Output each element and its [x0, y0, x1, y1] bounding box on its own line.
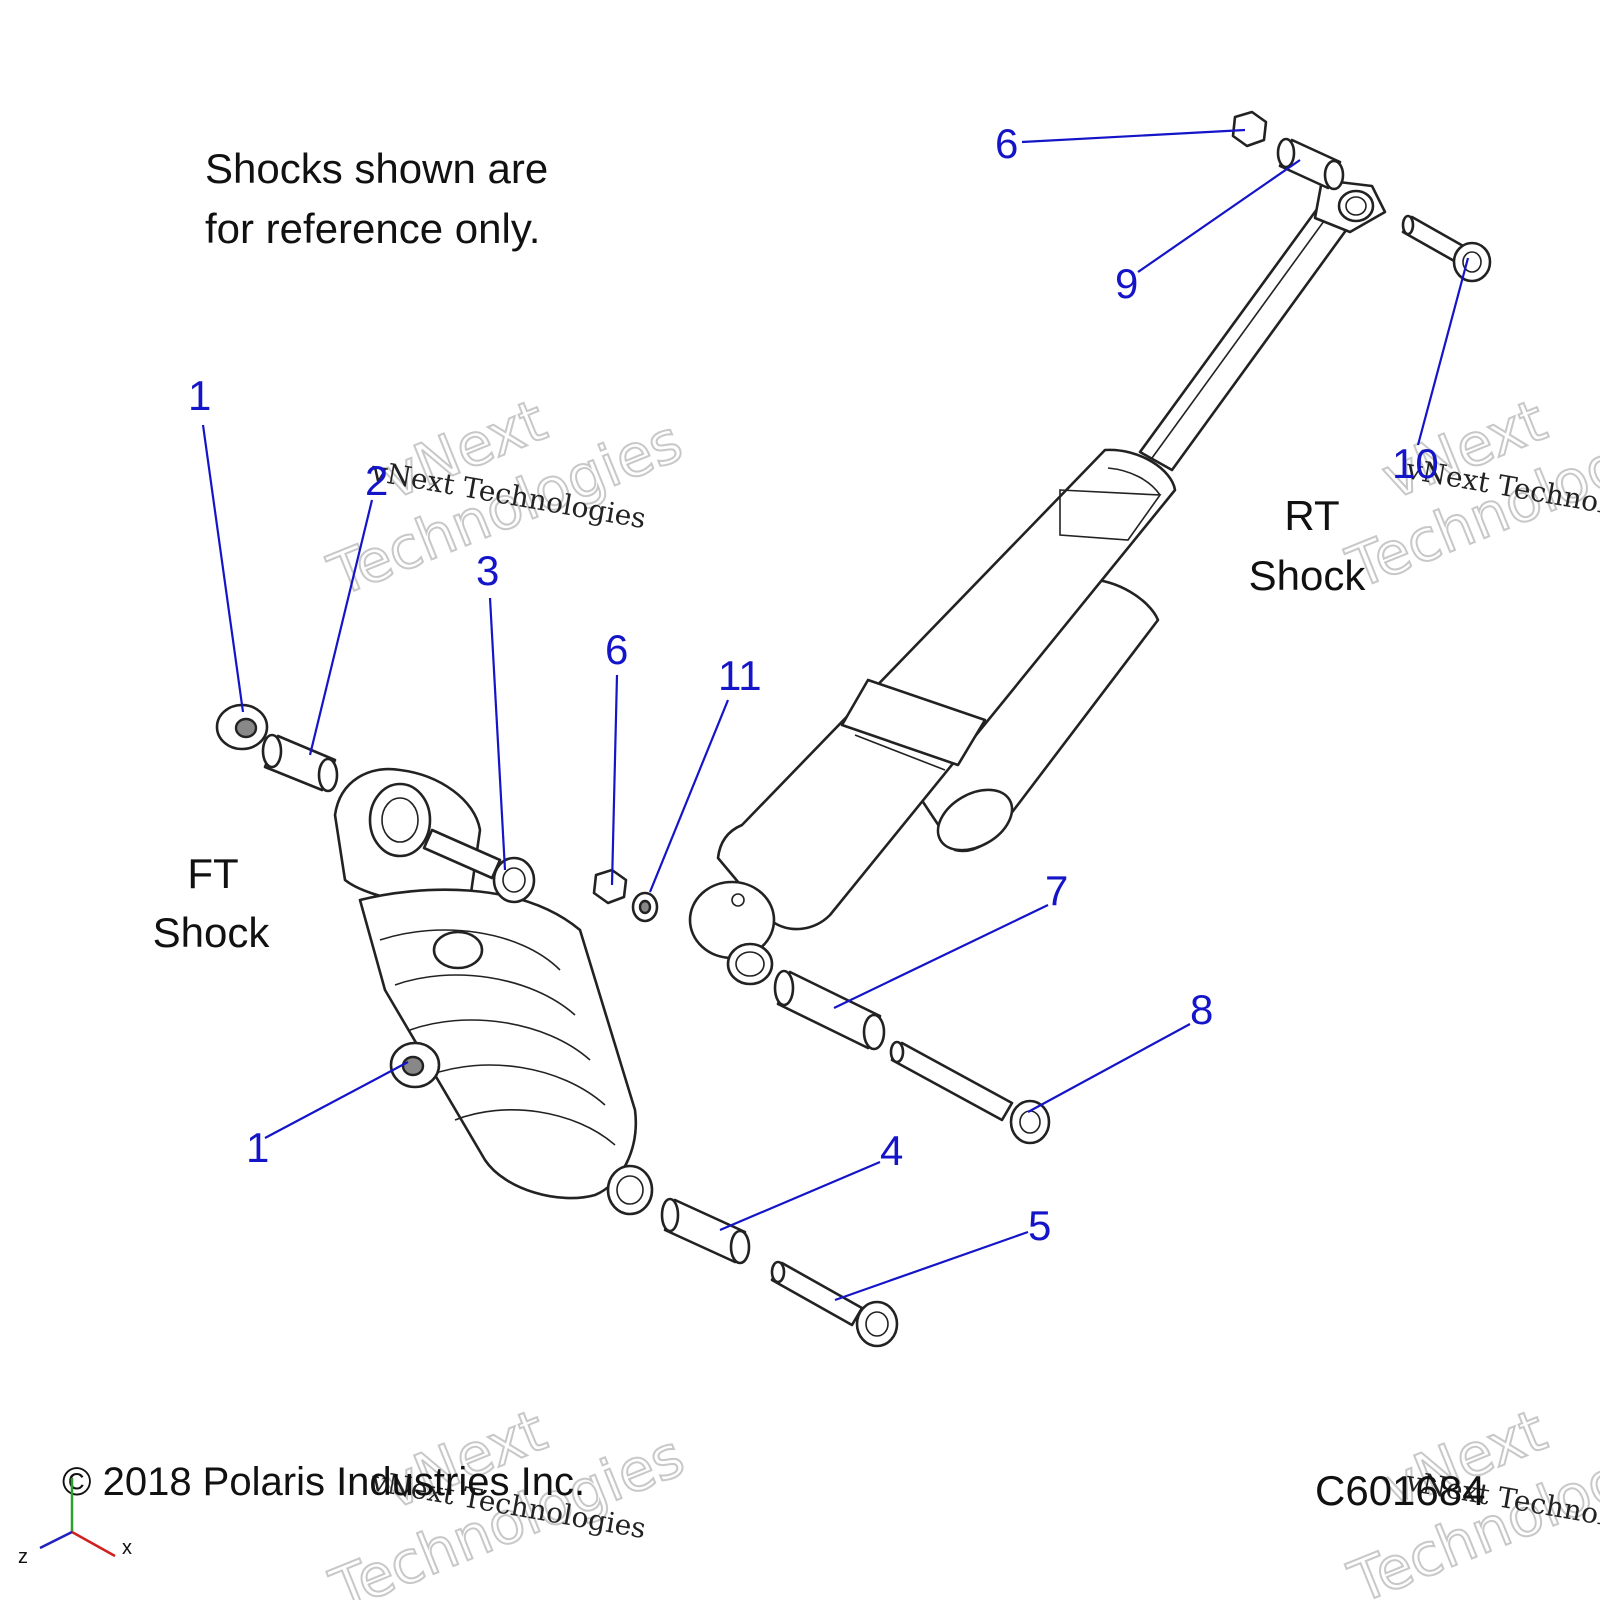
callout-11: 11 — [718, 652, 762, 699]
axis-triad: z x — [18, 1478, 132, 1568]
callout-6-top: 6 — [995, 120, 1018, 167]
callout-6-middle: 6 — [605, 626, 628, 673]
ft-shock — [333, 767, 654, 1216]
part-9-bushing — [1276, 137, 1345, 191]
axis-z-label: z — [18, 1546, 28, 1568]
part-4-bushing — [660, 1197, 751, 1265]
callout-1-lower: 1 — [246, 1124, 269, 1171]
part-6-nut-middle — [592, 868, 628, 905]
rt-shock — [688, 178, 1387, 986]
reference-note-line1: Shocks shown are — [205, 145, 548, 192]
callout-8: 8 — [1190, 986, 1213, 1033]
part-5-bolt — [770, 1260, 899, 1348]
part-1-lower-nut — [389, 1041, 441, 1089]
callout-10: 10 — [1392, 440, 1439, 487]
callout-4: 4 — [880, 1127, 903, 1174]
rt-shock-label-line1: RT — [1284, 492, 1339, 539]
axis-x-label: x — [122, 1537, 132, 1559]
callout-1-upper: 1 — [188, 372, 211, 419]
part-2-bushing — [261, 733, 339, 793]
copyright: © 2018 Polaris Industries Inc. — [62, 1460, 585, 1504]
rt-shock-label-line2: Shock — [1249, 552, 1367, 599]
ft-shock-label-line1: FT — [187, 850, 238, 897]
callout-2: 2 — [365, 457, 388, 504]
part-6-nut-top — [1231, 110, 1268, 148]
callout-5: 5 — [1028, 1202, 1051, 1249]
part-10-bolt — [1401, 214, 1492, 283]
part-1-upper-nut — [215, 703, 269, 751]
leader-lines — [201, 128, 1470, 1302]
ft-shock-label-line2: Shock — [153, 909, 271, 956]
part-8-bolt — [889, 1040, 1051, 1145]
callout-3: 3 — [476, 547, 499, 594]
callout-7: 7 — [1045, 867, 1068, 914]
callout-9: 9 — [1115, 260, 1138, 307]
part-11-washer — [631, 891, 659, 923]
part-code: C601684 — [1315, 1467, 1485, 1514]
reference-note-line2: for reference only. — [205, 205, 540, 252]
part-7-sleeve — [773, 969, 886, 1051]
